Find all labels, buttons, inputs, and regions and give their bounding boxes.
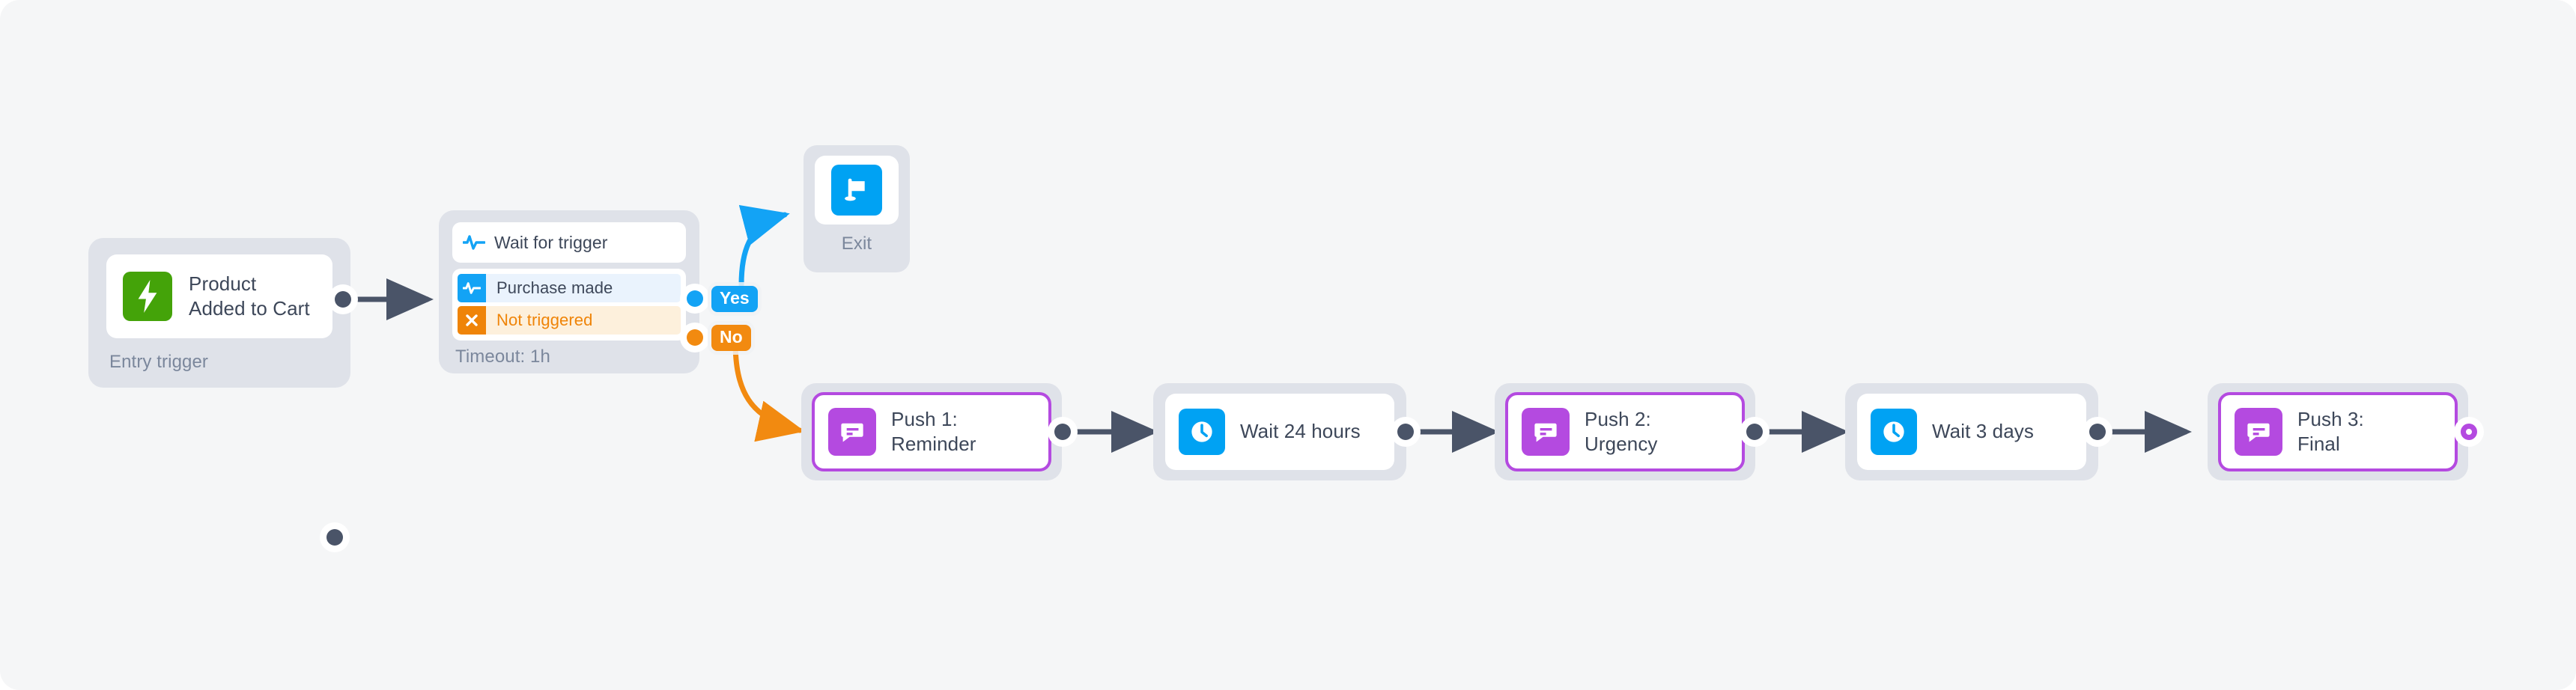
- wait-24-hours-card[interactable]: Wait 24 hours: [1165, 394, 1394, 470]
- entry-trigger-caption: Entry trigger: [109, 352, 209, 372]
- push-3-title: Push 3: Final: [2297, 407, 2364, 455]
- wait-for-trigger-branch-list: Purchase made Not triggered: [452, 269, 686, 341]
- branch-row-label: Not triggered: [496, 311, 593, 329]
- edge-no-to-push1: [732, 339, 805, 442]
- pulse-icon: [463, 234, 485, 251]
- branch-port-yes[interactable]: [687, 290, 703, 307]
- node-wait-for-trigger[interactable]: Wait for trigger Purchase made Not trigg…: [439, 210, 699, 373]
- chat-bubble-icon: [828, 408, 876, 456]
- clock-icon: [1179, 409, 1225, 455]
- wait-3-days-output-port[interactable]: [2089, 424, 2106, 440]
- node-wait-3-days[interactable]: Wait 3 days: [1845, 383, 2098, 480]
- wait-24-hours-output-port[interactable]: [1397, 424, 1414, 440]
- push-1-output-port[interactable]: [1054, 424, 1071, 440]
- wait-for-trigger-caption: Timeout: 1h: [455, 346, 550, 367]
- badge-yes[interactable]: Yes: [711, 286, 758, 312]
- branch-row-purchase-made[interactable]: Purchase made: [458, 274, 681, 302]
- close-x-icon: [458, 306, 486, 335]
- node-entry-trigger[interactable]: Product Added to Cart Entry trigger: [88, 238, 350, 546]
- flag-icon: [831, 165, 882, 216]
- exit-caption: Exit: [841, 233, 872, 254]
- exit-card[interactable]: [815, 156, 899, 225]
- node-wait-24-hours[interactable]: Wait 24 hours: [1153, 383, 1406, 480]
- entry-trigger-output-port[interactable]: [335, 291, 351, 308]
- edge-yes-to-exit: [738, 205, 790, 288]
- push-2-title: Push 2: Urgency: [1585, 407, 1658, 455]
- entry-trigger-card[interactable]: Product Added to Cart: [106, 254, 332, 338]
- node-push-1[interactable]: Push 1: Reminder: [801, 383, 1062, 480]
- push-2-card[interactable]: Push 2: Urgency: [1505, 392, 1745, 471]
- wait-for-trigger-header[interactable]: Wait for trigger: [452, 222, 686, 263]
- chat-bubble-icon: [2235, 408, 2282, 456]
- clock-icon: [1871, 409, 1917, 455]
- wait-for-trigger-header-label: Wait for trigger: [494, 232, 608, 252]
- entry-trigger-title: Product Added to Cart: [189, 272, 310, 320]
- wait-3-days-title: Wait 3 days: [1932, 420, 2034, 443]
- pulse-icon: [458, 274, 486, 302]
- lightning-bolt-icon: [123, 272, 172, 321]
- node-push-3[interactable]: Push 3: Final: [2208, 383, 2468, 480]
- push-3-card[interactable]: Push 3: Final: [2218, 392, 2458, 471]
- wait-3-days-card[interactable]: Wait 3 days: [1857, 394, 2086, 470]
- push-2-output-port[interactable]: [1746, 424, 1763, 440]
- push-1-title: Push 1: Reminder: [891, 407, 976, 455]
- wait-24-hours-title: Wait 24 hours: [1240, 420, 1361, 443]
- push-1-card[interactable]: Push 1: Reminder: [812, 392, 1051, 471]
- node-exit[interactable]: Exit: [804, 145, 910, 272]
- branch-port-no[interactable]: [687, 329, 703, 346]
- chat-bubble-icon: [1522, 408, 1570, 456]
- branch-row-not-triggered[interactable]: Not triggered: [458, 306, 681, 335]
- node-push-2[interactable]: Push 2: Urgency: [1495, 383, 1755, 480]
- push-3-output-port[interactable]: [2461, 424, 2477, 440]
- branch-row-label: Purchase made: [496, 278, 613, 297]
- badge-no[interactable]: No: [711, 325, 751, 351]
